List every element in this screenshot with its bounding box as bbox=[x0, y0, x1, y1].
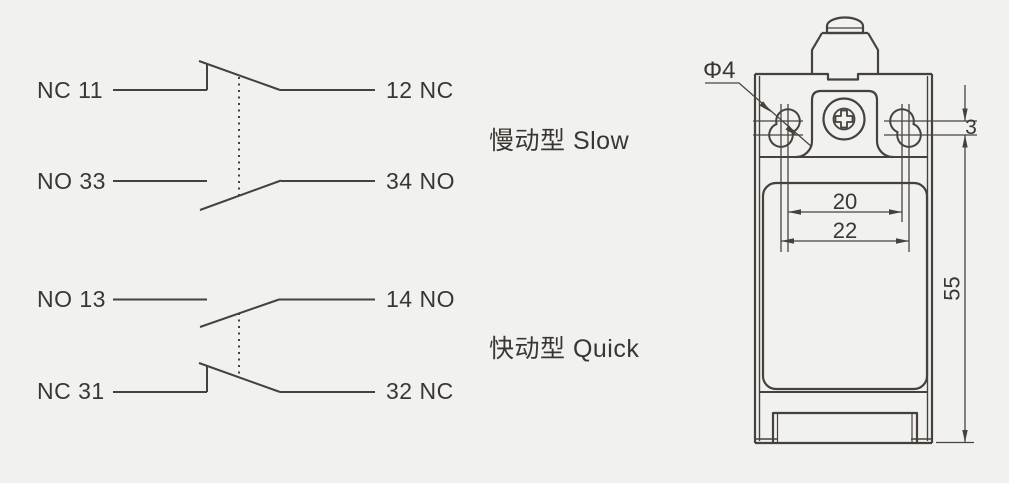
phi4-arrow-2 bbox=[785, 125, 797, 136]
nc-bottom-contact-arm bbox=[198, 362, 375, 393]
left-hole-centerlines bbox=[753, 104, 803, 252]
action-type-label-slow: 慢动型 Slow bbox=[489, 127, 630, 155]
nc31-wire bbox=[113, 366, 208, 393]
dim-label-hole-diameter: Φ4 bbox=[703, 57, 736, 84]
nc11-wire bbox=[113, 64, 208, 91]
no-bottom-contact-arm bbox=[199, 179, 375, 211]
terminal-label-nc31: NC 31 bbox=[37, 378, 105, 404]
slow-circuit-symbol bbox=[113, 60, 375, 211]
terminal-label-14no: 14 NO bbox=[386, 286, 455, 312]
phi4-leader-line bbox=[705, 82, 813, 148]
nc-top-contact-arm bbox=[198, 60, 375, 91]
dim3-arrow-top bbox=[962, 108, 968, 121]
dim-label-20: 20 bbox=[832, 189, 858, 214]
dim55-arrow-bottom bbox=[962, 430, 968, 443]
phi4-arrow-1 bbox=[759, 101, 771, 112]
plunger-cap bbox=[825, 16, 865, 35]
terminal-label-nc11: NC 11 bbox=[37, 77, 103, 103]
quick-circuit-symbol bbox=[113, 298, 375, 393]
dim20-arrow-right bbox=[889, 209, 902, 215]
dimension-arrowheads bbox=[759, 101, 968, 443]
dim20-arrow-left bbox=[788, 209, 801, 215]
right-hole-centerlines bbox=[884, 104, 977, 252]
action-type-label-quick: 快动型 Quick bbox=[489, 335, 640, 363]
dim3-arrow-bottom bbox=[962, 135, 968, 148]
screw-head-outer bbox=[822, 97, 866, 141]
screw-head-inner bbox=[832, 107, 856, 131]
dimension-lines bbox=[705, 82, 977, 444]
center-boss bbox=[795, 89, 894, 159]
phillips-cross-icon bbox=[834, 109, 854, 129]
dim-label-22: 22 bbox=[832, 218, 858, 243]
plunger-bushing bbox=[810, 31, 880, 74]
switch-front-view bbox=[753, 16, 934, 445]
dim-label-3: 3 bbox=[965, 116, 977, 139]
terminal-label-no13: NO 13 bbox=[37, 286, 106, 312]
left-mounting-hole bbox=[768, 108, 801, 148]
terminal-label-no33: NO 33 bbox=[37, 168, 106, 194]
bottom-cable-plate bbox=[771, 411, 919, 443]
terminal-label-32nc: 32 NC bbox=[386, 378, 454, 404]
dim22-arrow-right bbox=[896, 238, 909, 244]
bottom-plate-inner-edges bbox=[776, 413, 913, 443]
right-mounting-hole bbox=[889, 108, 922, 148]
terminal-label-12nc: 12 NC bbox=[386, 77, 454, 103]
front-cover-panel bbox=[761, 181, 929, 391]
dim22-arrow-left bbox=[781, 238, 794, 244]
housing-top-edge bbox=[755, 72, 932, 81]
terminal-label-34no: 34 NO bbox=[386, 168, 455, 194]
no-top-contact-arm bbox=[199, 298, 375, 328]
dim-label-55: 55 bbox=[939, 276, 965, 301]
